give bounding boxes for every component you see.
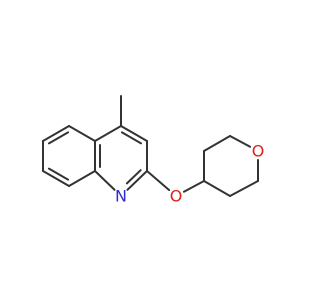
bond-c4a-c5: [68, 125, 96, 142]
bond-layer: [42, 95, 259, 197]
atom-label-n1: N: [115, 187, 127, 206]
bond-inner-c5-c6: [47, 131, 70, 145]
bond-thp_c3a-thp_c2a: [203, 135, 231, 152]
bond-inner-c7-c8: [47, 167, 70, 181]
bond-c2-n1: [126, 170, 148, 191]
bond-inner-c4-c3: [120, 131, 143, 145]
bond-thp_c2b-thp_c3b: [229, 180, 259, 197]
bond-c4-c3: [120, 125, 148, 142]
bond-c5-c6: [42, 125, 70, 142]
atom-label-o_ether: O: [170, 187, 183, 206]
bond-o_ether-thp_c4: [182, 180, 205, 193]
bond-thp_c2a-o_ring: [229, 135, 252, 148]
molecule-structure: N O O: [42, 95, 264, 206]
bond-inner-c2-n1: [125, 169, 142, 185]
bond-n1-c8a: [94, 170, 116, 191]
bond-c2-o_ether: [146, 170, 171, 192]
atom-n1: N: [115, 187, 127, 206]
bond-thp_c3b-thp_c4: [203, 180, 231, 197]
bond-c8-c8a: [68, 170, 96, 187]
bond-c7-c8: [42, 170, 70, 187]
atom-o_ring: O: [252, 142, 265, 161]
atom-o_ether: O: [170, 187, 183, 206]
atom-label-o_ring: O: [252, 142, 265, 161]
bond-c4a-c4: [94, 125, 122, 142]
atom-label-layer: N O O: [115, 142, 264, 206]
